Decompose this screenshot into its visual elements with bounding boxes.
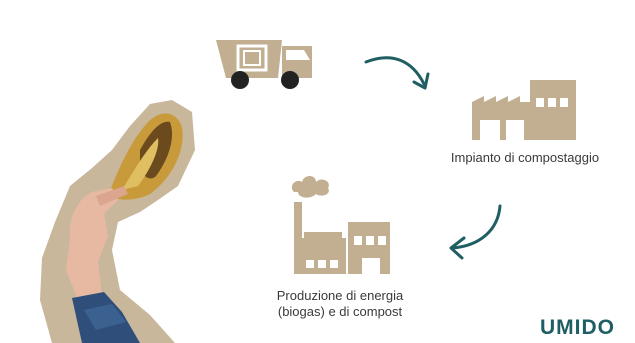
curved-arrow-icon bbox=[440, 200, 510, 260]
step-label-produzione: Produzione di energia (biogas) e di comp… bbox=[250, 288, 430, 320]
step-label-produzione-line2: (biogas) e di compost bbox=[250, 304, 430, 320]
composting-plant-icon bbox=[470, 78, 580, 144]
step-label-impianto: Impianto di compostaggio bbox=[425, 150, 625, 166]
brand-wordmark: UMIDO bbox=[540, 316, 615, 340]
hand-banana-photo bbox=[0, 0, 200, 343]
biogas-factory-icon bbox=[286, 162, 396, 280]
step-label-produzione-line1: Produzione di energia bbox=[250, 288, 430, 304]
curved-arrow-icon bbox=[362, 50, 432, 100]
garbage-truck-icon bbox=[212, 36, 322, 96]
